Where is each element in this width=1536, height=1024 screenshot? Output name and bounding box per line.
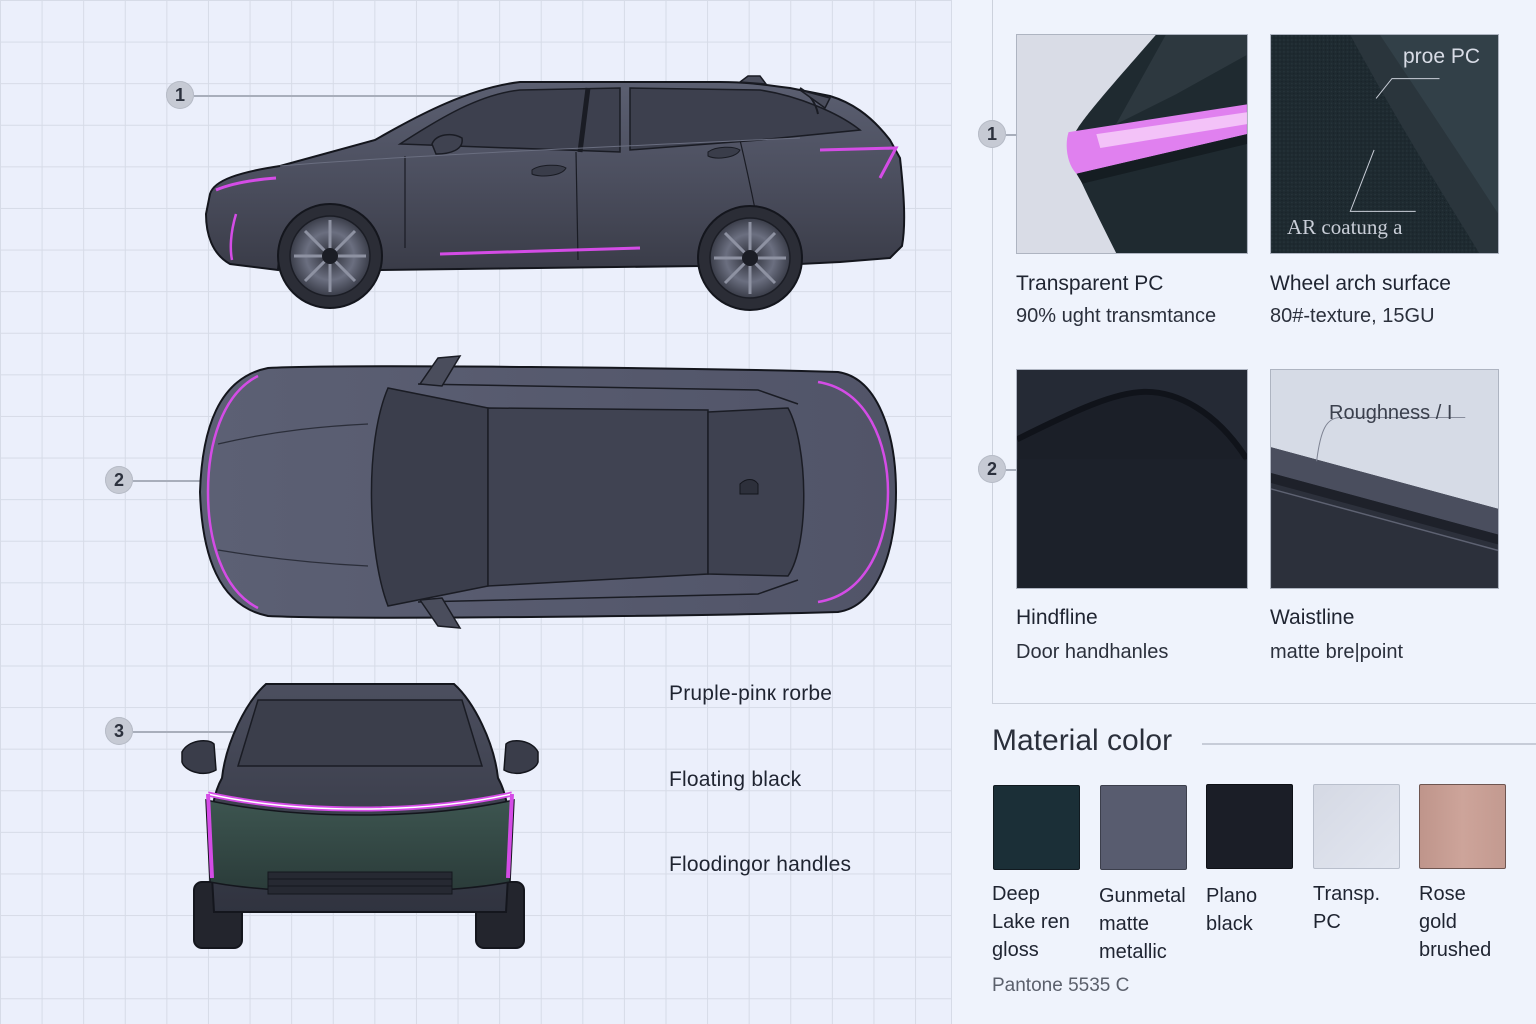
callout-leader-1 — [194, 95, 472, 97]
swatch-label-transparent-pc: Transp. PC — [1313, 883, 1381, 933]
car-top-view-drawing — [198, 354, 898, 630]
swatch-label-gunmetal: Gunmetal matte metallic — [1099, 885, 1186, 963]
detail-tile-3-subtitle: Door handhanles — [1016, 641, 1169, 663]
detail-tile-waistline[interactable]: Roughness / I — [1270, 369, 1499, 589]
car-front-view-drawing — [178, 682, 542, 950]
material-color-heading: Material color — [992, 724, 1173, 757]
detail-tile-2-subtitle: 80#-texture, 15GU — [1270, 305, 1435, 327]
callout-badge-1-side-view[interactable]: 1 — [166, 81, 194, 109]
detail-tile-3-title: Hindfline — [1016, 606, 1098, 629]
callout-badge-3-front-view[interactable]: 3 — [105, 717, 133, 745]
legend-label-handles: Floodingor handles — [669, 853, 852, 876]
material-color-divider — [1202, 743, 1536, 745]
detail-tile-1-subtitle: 90% ught transmtance — [1016, 305, 1217, 327]
pantone-reference: Pantone 5535 C — [992, 975, 1130, 996]
swatch-label-plano-black: Plano black — [1206, 885, 1258, 935]
detail-tile-transparent-pc[interactable] — [1016, 34, 1248, 254]
swatch-rose-gold[interactable] — [1419, 784, 1506, 869]
detail-tile-4-title: Waistline — [1270, 606, 1355, 629]
annotation-proe-pc: proe PC — [1403, 45, 1481, 68]
car-side-view-drawing — [200, 74, 906, 314]
detail-tile-4-subtitle: matte bre|point — [1270, 641, 1404, 663]
detail-callout-badge-2[interactable]: 2 — [978, 455, 1006, 483]
swatch-transparent-pc[interactable] — [1313, 784, 1400, 869]
detail-callout-badge-1[interactable]: 1 — [978, 120, 1006, 148]
swatch-label-deep-lake: Deep Lake ren gloss — [992, 883, 1070, 961]
annotation-ar-coating: AR coatung a — [1287, 215, 1403, 239]
callout-badge-2-top-view[interactable]: 2 — [105, 466, 133, 494]
detail-tile-hindfline[interactable] — [1016, 369, 1248, 589]
detail-tile-2-title: Wheel arch surface — [1270, 272, 1451, 295]
detail-tile-wheel-arch-surface[interactable]: proe PC AR coatung a — [1270, 34, 1499, 254]
swatch-gunmetal[interactable] — [1100, 785, 1187, 870]
legend-label-floating-black: Floating black — [669, 768, 802, 791]
swatch-plano-black[interactable] — [1206, 784, 1293, 869]
detail-spec-frame — [992, 0, 1536, 704]
swatch-label-rose-gold: Rose gold brushed — [1419, 883, 1492, 961]
callout-leader-3 — [133, 731, 297, 733]
annotation-roughness: Roughness / I — [1329, 402, 1453, 424]
legend-label-accent-light: Pruple-pinк rorbe — [669, 682, 833, 705]
detail-tile-1-title: Transparent PC — [1016, 272, 1164, 295]
swatch-deep-lake-green[interactable] — [993, 785, 1080, 870]
